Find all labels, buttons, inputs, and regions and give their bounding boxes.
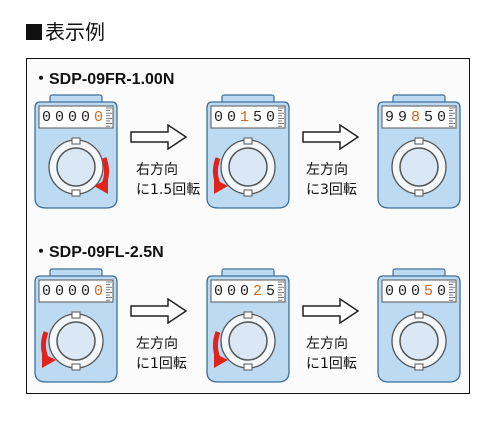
counter-digit: 5 (252, 108, 262, 126)
device-body (206, 94, 290, 209)
counter-digit: 8 (410, 108, 420, 126)
counter-digit: 0 (41, 282, 51, 300)
counter-digit: 0 (436, 282, 446, 300)
counter-digit: 5 (265, 282, 275, 300)
operation-direction: 右方向 (136, 162, 178, 178)
device-body (206, 268, 290, 383)
operation-direction: 左方向 (306, 336, 348, 352)
section-label-fl: ・SDP-09FL-2.5N (33, 244, 164, 261)
counter-digit: 0 (67, 282, 77, 300)
counter-digit: 5 (423, 282, 433, 300)
flow-arrow-icon (130, 124, 188, 150)
operation-turns: に1回転 (306, 356, 357, 372)
counter-digit: 0 (436, 108, 446, 126)
operation-text-fl-2: 左方向 に1回転 (306, 334, 357, 374)
operation-turns: に1回転 (136, 356, 187, 372)
operation-text-fr-2: 左方向 に3回転 (306, 160, 357, 200)
operation-turns: に1.5回転 (136, 182, 201, 198)
title-text: 表示例 (45, 20, 105, 44)
counter-digit: 0 (410, 282, 420, 300)
operation-text-fl-1: 左方向 に1回転 (136, 334, 187, 374)
counterclockwise-arrow-icon (212, 331, 228, 368)
counter-digit: 5 (423, 108, 433, 126)
operation-direction: 左方向 (136, 336, 178, 352)
clockwise-arrow-icon (94, 157, 110, 194)
counter-digit: 0 (80, 108, 90, 126)
device-body (34, 268, 118, 383)
counter-digit: 1 (239, 108, 249, 126)
device-body (34, 94, 118, 209)
page-title: 表示例 (26, 20, 105, 44)
counter-digit: 0 (93, 108, 103, 126)
counter-digit: 0 (226, 108, 236, 126)
operation-turns: に3回転 (306, 182, 357, 198)
counter-digit: 0 (54, 282, 64, 300)
counter-digit: 0 (397, 282, 407, 300)
counter-digit: 2 (252, 282, 262, 300)
operation-direction: 左方向 (306, 162, 348, 178)
operation-text-fr-1: 右方向 に1.5回転 (136, 160, 200, 200)
section-label-fr: ・SDP-09FR-1.00N (33, 71, 175, 88)
counter-digit: 9 (397, 108, 407, 126)
counter-digit: 0 (93, 282, 103, 300)
counter-digit: 0 (67, 108, 77, 126)
counter-digit: 0 (213, 108, 223, 126)
flow-arrow-icon (302, 298, 360, 324)
black-square-icon (26, 24, 42, 40)
counterclockwise-arrow-icon (212, 157, 228, 194)
counter-digit: 9 (384, 108, 394, 126)
device-body (377, 268, 461, 383)
counter-digit: 0 (54, 108, 64, 126)
counter-digit: 0 (213, 282, 223, 300)
counter-digit: 0 (80, 282, 90, 300)
flow-arrow-icon (302, 124, 360, 150)
flow-arrow-icon (130, 298, 188, 324)
device-body (377, 94, 461, 209)
counterclockwise-arrow-icon (40, 331, 56, 368)
counter-digit: 0 (226, 282, 236, 300)
counter-digit: 0 (265, 108, 275, 126)
counter-digit: 0 (239, 282, 249, 300)
counter-digit: 0 (41, 108, 51, 126)
counter-digit: 0 (384, 282, 394, 300)
